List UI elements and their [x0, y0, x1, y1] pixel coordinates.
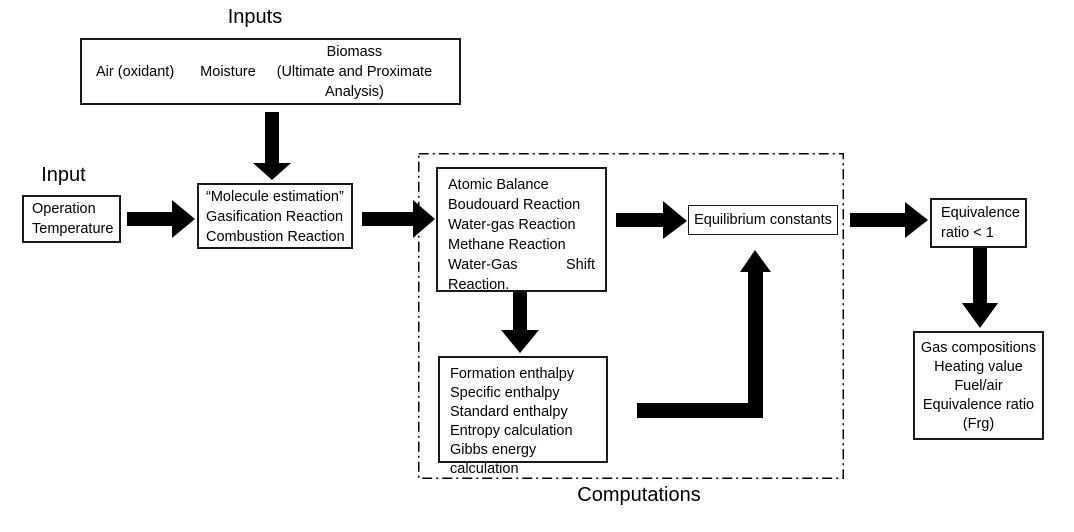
arrow-operation-to-molecule: [127, 200, 195, 238]
inputs-air-label: Air (oxidant): [96, 63, 175, 80]
inputs-biomass-label: Biomass (Ultimate and Proximate Analysis…: [256, 42, 453, 102]
equilibrium-label: Equilibrium constants: [694, 212, 832, 228]
equilibrium-constants-box: Equilibrium constants: [688, 205, 838, 235]
formation-line-4: Entropy calculation: [450, 423, 573, 439]
arrow-molecule-to-atomic: [362, 200, 435, 238]
arrow-equilibrium-to-equivalence: [850, 202, 928, 238]
formation-line-1: Formation enthalpy: [450, 366, 575, 382]
equivalence-ratio-box: Equivalence ratio < 1: [930, 198, 1027, 248]
inputs-moisture-label: Moisture: [200, 63, 256, 80]
gas-line-4: Equivalence ratio: [922, 397, 1035, 413]
molecule-line-1: “Molecule estimation”: [206, 189, 344, 205]
atomic-line-5: Water-Gas Shift: [448, 255, 595, 275]
atomic-balance-box: Atomic Balance Boudouard Reaction Water-…: [436, 167, 607, 293]
operation-temperature-box: Operation Temperature: [22, 195, 121, 243]
arrow-formation-to-equilibrium: [637, 250, 771, 418]
atomic-line-1: Atomic Balance: [448, 177, 549, 193]
formation-line-3: Standard enthalpy: [450, 404, 568, 420]
molecule-line-2: Gasification Reaction: [206, 209, 344, 225]
computations-title: Computations: [577, 484, 701, 506]
atomic-line-5-left: Water-Gas: [448, 257, 518, 273]
atomic-line-4: Methane Reaction: [448, 237, 566, 253]
arrow-atomic-to-formation: [501, 292, 539, 353]
atomic-line-6: Reaction.: [448, 277, 510, 293]
arrow-atomic-to-equilibrium: [616, 201, 687, 239]
equivalence-line-1: Equivalence: [941, 205, 1020, 221]
computations-region-border: [418, 153, 844, 479]
biomass-line-2: (Ultimate and Proximate Analysis): [276, 63, 433, 100]
molecule-line-3: Combustion Reaction: [206, 229, 345, 245]
operation-line-1: Operation: [32, 201, 96, 217]
atomic-line-5-right: Shift: [565, 257, 595, 273]
gas-compositions-box: Gas compositions Heating value Fuel/air …: [913, 331, 1044, 440]
input-title: Input: [41, 164, 86, 186]
inputs-title: Inputs: [227, 6, 283, 28]
gas-line-1: Gas compositions: [920, 340, 1037, 356]
equivalence-line-2: ratio < 1: [941, 225, 994, 241]
inputs-box: Air (oxidant) Moisture Biomass (Ultimate…: [80, 38, 461, 105]
operation-line-2: Temperature: [32, 221, 114, 237]
formation-enthalpy-box: Formation enthalpy Specific enthalpy Sta…: [438, 356, 608, 477]
gas-line-5: (Frg): [962, 416, 995, 432]
gas-line-3: Fuel/air: [954, 378, 1003, 394]
arrow-inputs-to-molecule: [253, 112, 291, 180]
atomic-line-2: Boudouard Reaction: [448, 197, 581, 213]
arrow-equivalence-to-gas: [962, 248, 998, 328]
molecule-estimation-box: “Molecule estimation” Gasification React…: [197, 183, 353, 249]
formation-line-2: Specific enthalpy: [450, 385, 560, 401]
gas-line-2: Heating value: [934, 359, 1023, 375]
atomic-line-3: Water-gas Reaction: [448, 217, 576, 233]
biomass-line-1: Biomass: [326, 43, 383, 60]
formation-line-5: Gibbs energy calculation: [450, 442, 537, 477]
